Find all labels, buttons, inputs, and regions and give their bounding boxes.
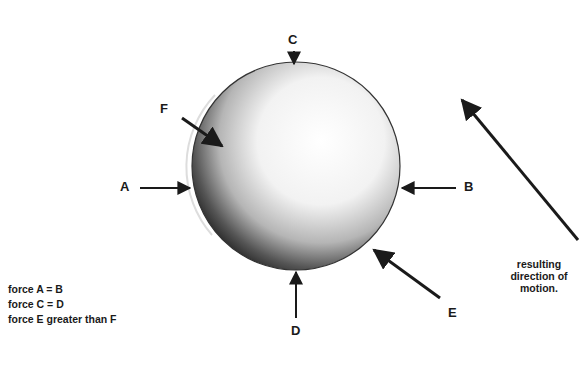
rim-light [186,95,215,235]
force-letter: A [120,180,129,195]
motion-note: resulting direction of motion. [500,258,578,294]
force-arrow-a [140,187,190,189]
sphere [192,62,400,270]
force-letter: B [464,180,473,195]
motion-arrow [462,100,578,240]
force-letter: C [288,33,297,48]
force-arrow-d [295,272,297,318]
force-arrow-c [293,51,295,64]
force-arrow-e [374,250,440,298]
force-letter: D [291,324,300,339]
force-note: force E greater than F [8,313,117,325]
force-arrow-f [182,118,222,146]
force-letter: E [448,306,457,321]
force-note: force A = B [8,283,63,295]
force-letter: F [160,102,168,117]
force-arrow-b [402,187,456,189]
force-note: force C = D [8,298,64,310]
